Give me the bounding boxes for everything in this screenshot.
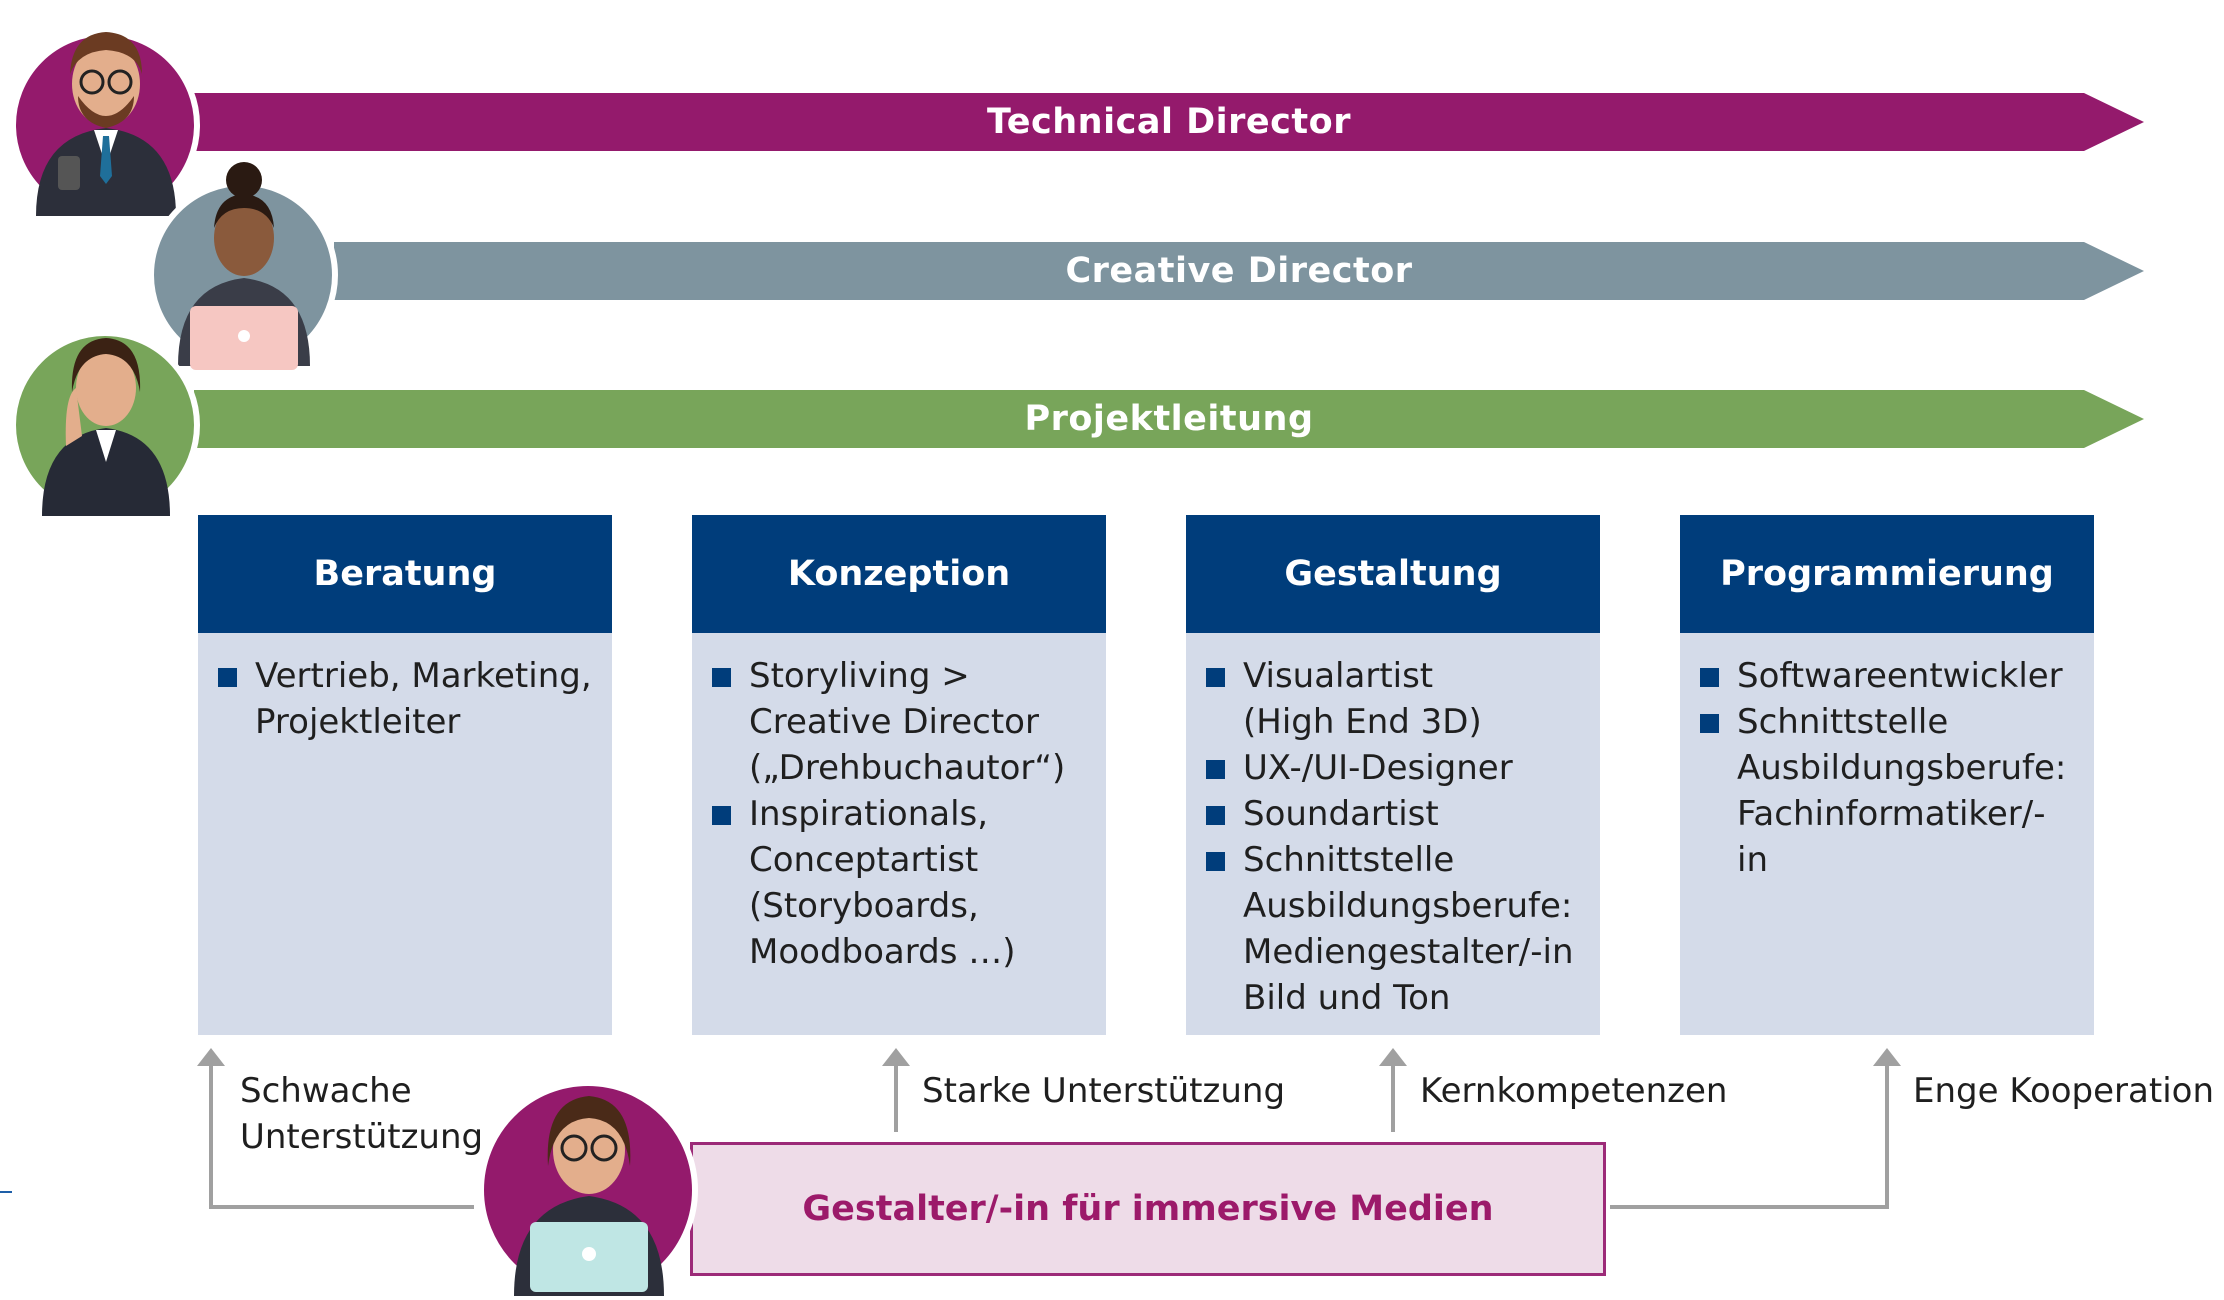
edge-mark — [0, 1191, 12, 1193]
immersive-media-designer-avatar — [478, 1080, 698, 1300]
list-item-line: UX-/UI-Designer — [1243, 748, 1513, 788]
list-item: Softwareentwickler — [1700, 653, 2076, 699]
list-item-line: Storyliving > — [749, 656, 970, 696]
list-item-line: Softwareentwickler — [1737, 656, 2063, 696]
creative-director-figure — [178, 162, 310, 370]
core-competence-line — [1391, 1064, 1395, 1132]
column-header: Programmierung — [1680, 515, 2094, 633]
list-item-line: Visualartist — [1243, 656, 1434, 696]
list-item-line: Bild und Ton — [1243, 978, 1451, 1018]
list-item-line: Soundartist — [1243, 794, 1439, 834]
column-title: Gestaltung — [1284, 554, 1502, 594]
list-item: Inspirationals, Conceptartist (Storyboar… — [712, 791, 1088, 975]
list-item-line: Creative Director — [749, 702, 1039, 742]
list-item-line: Conceptartist — [749, 840, 979, 880]
projektleitung-label: Projektleitung — [1024, 399, 1314, 439]
list-item-line: Moodboards …) — [749, 932, 1016, 972]
technical-director-label: Technical Director — [987, 102, 1351, 142]
list-item-line: Ausbildungsberufe: — [1737, 748, 2067, 788]
immersive-media-designer-label: Gestalter/-in für immersive Medien — [802, 1189, 1494, 1229]
cooperation-line-h — [1610, 1205, 1889, 1209]
column-list: Vertrieb, Marketing, Projektleiter — [198, 633, 612, 745]
strong-support-note: Starke Unterstützung — [922, 1071, 1286, 1111]
weak-support-line-v — [209, 1064, 213, 1209]
weak-support-arrowhead — [197, 1048, 225, 1066]
column-list: Storyliving > Creative Director („Drehbu… — [692, 633, 1106, 975]
cooperation-note: Enge Kooperation — [1913, 1071, 2214, 1111]
list-item: Vertrieb, Marketing, Projektleiter — [218, 653, 594, 745]
list-item: Soundartist — [1206, 791, 1582, 837]
creative-director-label: Creative Director — [1065, 251, 1413, 291]
column-header: Konzeption — [692, 515, 1106, 633]
core-competence-note: Kernkompetenzen — [1420, 1071, 1728, 1111]
list-item-line: Fachinformatiker/-in — [1737, 794, 2046, 880]
core-competence-arrowhead — [1379, 1048, 1407, 1066]
cooperation-arrowhead — [1873, 1048, 1901, 1066]
column-title: Beratung — [313, 554, 497, 594]
creative-director-arrow: Creative Director — [334, 242, 2144, 300]
list-item: Storyliving > Creative Director („Drehbu… — [712, 653, 1088, 791]
projektleitung-arrow: Projektleitung — [194, 390, 2144, 448]
list-item-line: Schnittstelle — [1737, 702, 1949, 742]
technical-director-arrow: Technical Director — [194, 93, 2144, 151]
column-title: Programmierung — [1720, 554, 2054, 594]
column-programmierung: Programmierung Softwareentwickler Schnit… — [1680, 515, 2094, 1035]
strong-support-arrowhead — [882, 1048, 910, 1066]
technical-director-avatar — [10, 30, 200, 220]
weak-support-line-h — [209, 1205, 474, 1209]
column-konzeption: Konzeption Storyliving > Creative Direct… — [692, 515, 1106, 1035]
list-item-line: (Storyboards, — [749, 886, 979, 926]
list-item: UX-/UI-Designer — [1206, 745, 1582, 791]
column-list: Visualartist (High End 3D) UX-/UI-Design… — [1186, 633, 1600, 1021]
projektleitung-avatar — [10, 330, 200, 520]
column-gestaltung: Gestaltung Visualartist (High End 3D) UX… — [1186, 515, 1600, 1035]
list-item-line: Inspirationals, — [749, 794, 989, 834]
list-item-line: Projektleiter — [255, 702, 461, 742]
projektleitung-figure — [42, 338, 170, 516]
technical-director-figure — [36, 32, 176, 216]
weak-support-line: Unterstützung — [240, 1117, 484, 1157]
column-title: Konzeption — [787, 554, 1011, 594]
column-beratung: Beratung Vertrieb, Marketing, Projektlei… — [198, 515, 612, 1035]
list-item: Schnittstelle Ausbildungsberufe: Medieng… — [1206, 837, 1582, 1021]
list-item-line: Schnittstelle — [1243, 840, 1455, 880]
creative-director-avatar — [148, 162, 338, 370]
column-header: Beratung — [198, 515, 612, 633]
list-item-line: („Drehbuchautor“) — [749, 748, 1066, 788]
strong-support-line — [894, 1064, 898, 1132]
immersive-media-designer-box: Gestalter/-in für immersive Medien — [690, 1142, 1606, 1276]
list-item-line: Vertrieb, Marketing, — [255, 656, 592, 696]
immersive-media-designer-figure — [514, 1096, 664, 1296]
list-item-line: Ausbildungsberufe: — [1243, 886, 1573, 926]
list-item: Visualartist (High End 3D) — [1206, 653, 1582, 745]
column-list: Softwareentwickler Schnittstelle Ausbild… — [1680, 633, 2094, 883]
weak-support-note: Schwache Unterstützung — [240, 1068, 483, 1160]
weak-support-line: Schwache — [240, 1071, 412, 1111]
list-item: Schnittstelle Ausbildungsberufe: Fachinf… — [1700, 699, 2076, 883]
list-item-line: Mediengestalter/-in — [1243, 932, 1574, 972]
column-header: Gestaltung — [1186, 515, 1600, 633]
list-item-line: (High End 3D) — [1243, 702, 1482, 742]
cooperation-line-v — [1885, 1064, 1889, 1209]
